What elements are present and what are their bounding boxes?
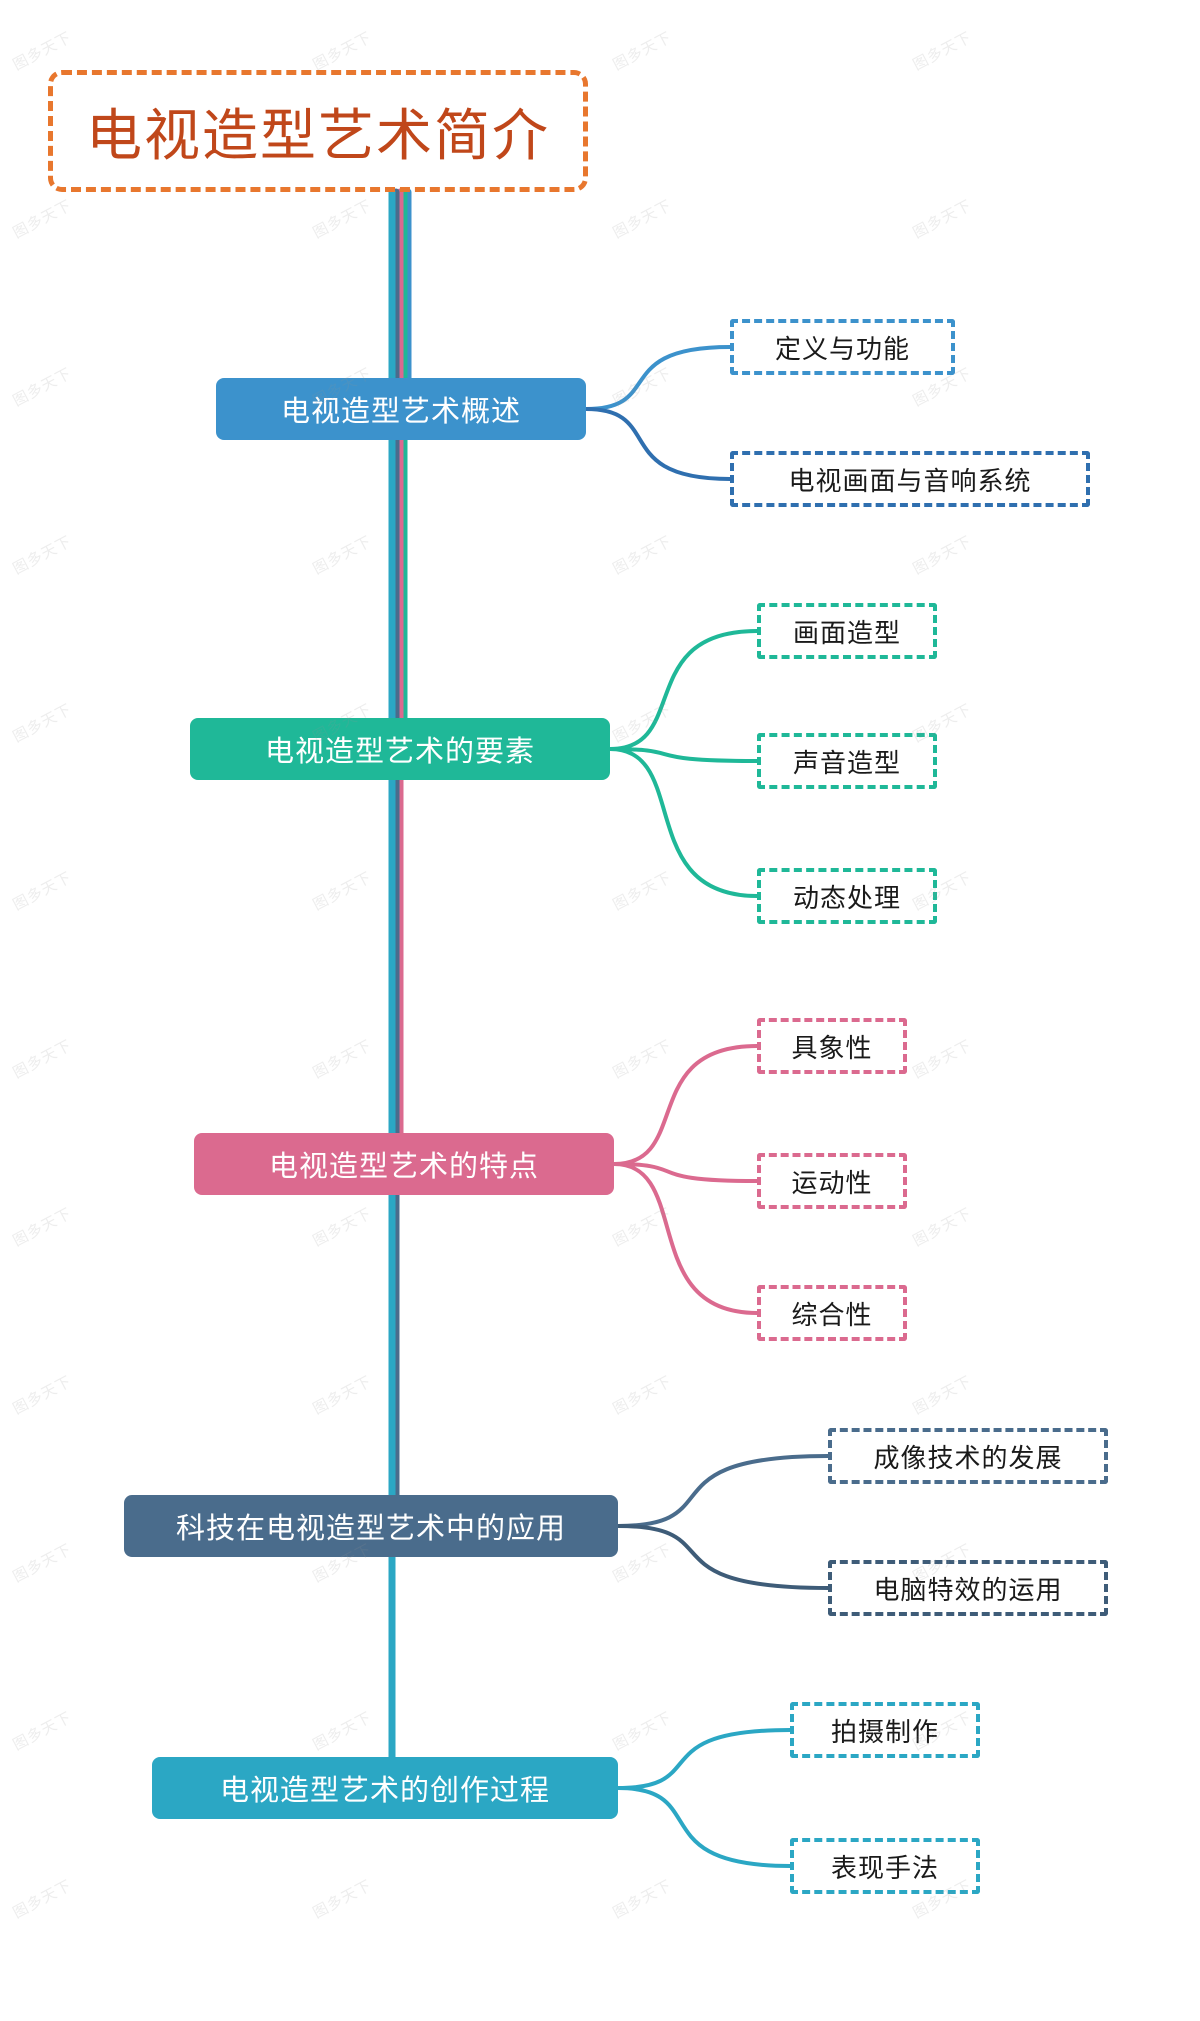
branch-label: 电视造型艺术的创作过程 — [219, 1775, 550, 1807]
leaf-node-1-2[interactable]: 电视画面与音响系统 — [730, 451, 1090, 507]
branch-label: 电视造型艺术概述 — [280, 396, 521, 428]
leaf-node-1-1[interactable]: 定义与功能 — [730, 319, 955, 375]
leaf-label: 电脑特效的运用 — [873, 1574, 1063, 1605]
watermark-text: 图多天下 — [310, 1708, 375, 1754]
watermark-text: 图多天下 — [910, 28, 975, 74]
branch-node-4[interactable]: 科技在电视造型艺术中的应用 — [124, 1495, 618, 1557]
watermark-text: 图多天下 — [310, 1204, 375, 1250]
watermark-text: 图多天下 — [610, 1708, 675, 1754]
watermark-text: 图多天下 — [610, 1372, 675, 1418]
watermark-text: 图多天下 — [910, 1036, 975, 1082]
watermark-text: 图多天下 — [610, 1876, 675, 1922]
watermark-text: 图多天下 — [610, 700, 675, 746]
root-title-label: 电视造型艺术简介 — [86, 105, 550, 168]
watermark-text: 图多天下 — [10, 1372, 75, 1418]
watermark-text: 图多天下 — [310, 868, 375, 914]
watermark-text: 图多天下 — [10, 1204, 75, 1250]
branch-node-3[interactable]: 电视造型艺术的特点 — [194, 1133, 614, 1195]
watermark-text: 图多天下 — [610, 868, 675, 914]
watermark-text: 图多天下 — [10, 28, 75, 74]
watermark-text: 图多天下 — [310, 1036, 375, 1082]
leaf-label: 画面造型 — [792, 617, 901, 648]
watermark-text: 图多天下 — [310, 1876, 375, 1922]
watermark-text: 图多天下 — [610, 28, 675, 74]
leaf-node-3-3[interactable]: 综合性 — [757, 1285, 907, 1341]
watermark-text: 图多天下 — [610, 364, 675, 410]
watermark-text: 图多天下 — [10, 364, 75, 410]
leaf-node-2-2[interactable]: 声音造型 — [757, 733, 937, 789]
branch-label: 电视造型艺术的特点 — [268, 1151, 539, 1183]
leaf-label: 表现手法 — [830, 1852, 939, 1883]
branch-node-1[interactable]: 电视造型艺术概述 — [216, 378, 586, 440]
watermark-text: 图多天下 — [610, 1204, 675, 1250]
watermark-text: 图多天下 — [310, 532, 375, 578]
watermark-text: 图多天下 — [310, 1372, 375, 1418]
leaf-label: 定义与功能 — [774, 333, 910, 364]
branch-label: 电视造型艺术的要素 — [264, 736, 535, 768]
leaf-label: 成像技术的发展 — [873, 1442, 1063, 1473]
leaf-node-2-1[interactable]: 画面造型 — [757, 603, 937, 659]
watermark-text: 图多天下 — [910, 1204, 975, 1250]
watermark-text: 图多天下 — [310, 196, 375, 242]
watermark-text: 图多天下 — [910, 532, 975, 578]
leaf-node-4-1[interactable]: 成像技术的发展 — [828, 1428, 1108, 1484]
branch-label: 科技在电视造型艺术中的应用 — [175, 1513, 566, 1545]
root-title-node[interactable]: 电视造型艺术简介 — [48, 70, 588, 192]
watermark-text: 图多天下 — [10, 1036, 75, 1082]
watermark-text: 图多天下 — [910, 1372, 975, 1418]
leaf-label: 具象性 — [791, 1032, 873, 1063]
watermark-text: 图多天下 — [610, 532, 675, 578]
leaf-label: 拍摄制作 — [830, 1716, 939, 1747]
leaf-node-2-3[interactable]: 动态处理 — [757, 868, 937, 924]
leaf-node-4-2[interactable]: 电脑特效的运用 — [828, 1560, 1108, 1616]
watermark-text: 图多天下 — [610, 196, 675, 242]
watermark-text: 图多天下 — [10, 196, 75, 242]
leaf-label: 综合性 — [791, 1299, 873, 1330]
watermark-text: 图多天下 — [910, 196, 975, 242]
leaf-node-3-2[interactable]: 运动性 — [757, 1153, 907, 1209]
watermark-text: 图多天下 — [610, 1540, 675, 1586]
watermark-text: 图多天下 — [10, 1876, 75, 1922]
watermark-text: 图多天下 — [10, 700, 75, 746]
watermark-text: 图多天下 — [10, 1708, 75, 1754]
watermark-text: 图多天下 — [10, 532, 75, 578]
leaf-label: 电视画面与音响系统 — [788, 465, 1032, 496]
branch-node-2[interactable]: 电视造型艺术的要素 — [190, 718, 610, 780]
watermark-text: 图多天下 — [10, 1540, 75, 1586]
watermark-text: 图多天下 — [610, 1036, 675, 1082]
leaf-label: 声音造型 — [792, 747, 901, 778]
leaf-node-5-1[interactable]: 拍摄制作 — [790, 1702, 980, 1758]
leaf-node-3-1[interactable]: 具象性 — [757, 1018, 907, 1074]
watermark-text: 图多天下 — [310, 28, 375, 74]
branch-node-5[interactable]: 电视造型艺术的创作过程 — [152, 1757, 618, 1819]
watermark-text: 图多天下 — [10, 868, 75, 914]
leaf-label: 运动性 — [791, 1167, 873, 1198]
leaf-label: 动态处理 — [792, 882, 901, 913]
leaf-node-5-2[interactable]: 表现手法 — [790, 1838, 980, 1894]
